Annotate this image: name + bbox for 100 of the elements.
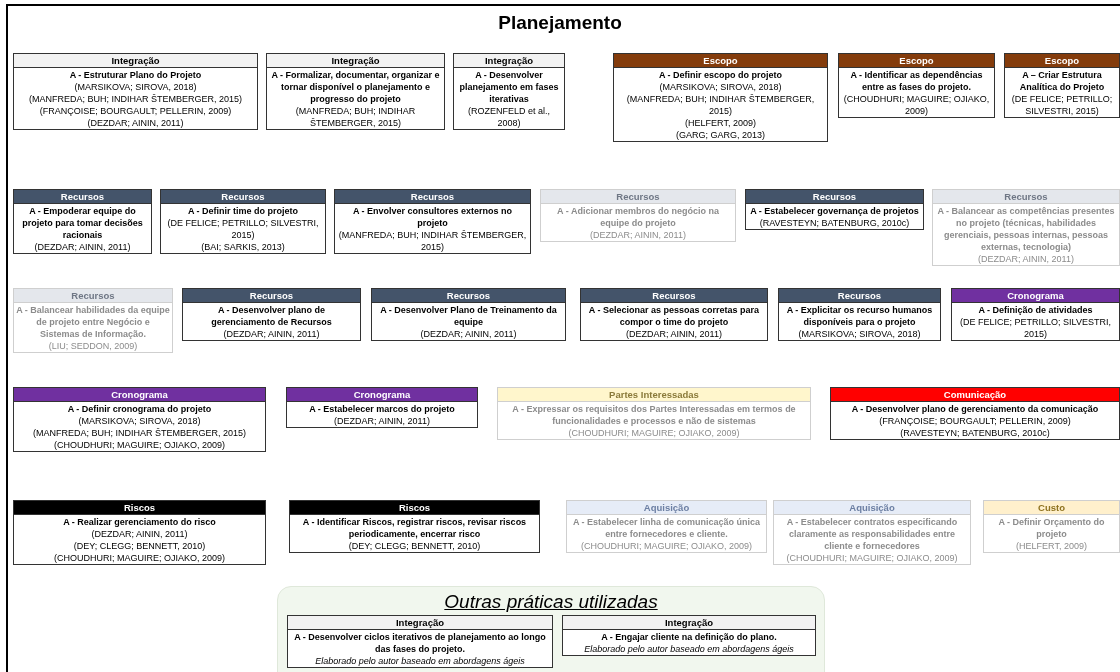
practice-title: A - Estabelecer linha de comunicação única entre fornecedores e cliente. [571, 516, 762, 540]
practice-title: A - Explicitar os recurso humanos disponíveis para o projeto [785, 304, 934, 328]
practice-card [13, 53, 258, 130]
citation-text: (MARSIKOVA; SIROVA, 2018) [73, 81, 198, 93]
citation-text: (HELFERT, 2009) [684, 117, 757, 129]
practice-title: A - Identificar as dependências entre as fases do projeto. [849, 69, 984, 93]
practice-card [286, 387, 478, 428]
citation-text: (LIU; SEDDON, 2009) [47, 340, 139, 352]
practice-title: A - Formalizar, documentar, organizar e tornar disponível o planejamento e progresso do projeto [270, 69, 441, 105]
citation-text: (RAVESTEYN; BATENBURG, 2010c) [758, 217, 911, 229]
category-header: Integração [288, 616, 552, 630]
citation-text: (BAI; SARKIS, 2013) [200, 241, 286, 253]
practice-card [160, 189, 326, 254]
citation-text: (MANFREDA; BUH; INDIHAR ŠTEMBERGER, 2015) [625, 93, 816, 117]
category-header: Recursos [541, 190, 735, 204]
practice-title: A - Desenvolver plano de gerenciamento da comunicação [850, 403, 1100, 415]
citation-text: (MANFREDA; BUH; INDIHAR ŠTEMBERGER, 2015) [337, 229, 528, 253]
page-title: Planejamento [498, 12, 622, 34]
citation-text: (DEZDAR; AININ, 2011) [33, 241, 132, 253]
category-header: Escopo [839, 54, 994, 68]
citation-text: (GARG; GARG, 2013) [675, 129, 766, 141]
citation-text: (DE FELICE; PETRILLO; SILVESTRI, 2015) [166, 217, 320, 241]
citation-text: (MARSIKOVA; SIROVA, 2018) [658, 81, 783, 93]
practice-card [562, 615, 816, 656]
category-header: Cronograma [14, 388, 265, 402]
practice-title: A - Definir cronograma do projeto [66, 403, 213, 415]
practice-card [1004, 53, 1120, 118]
category-header: Recursos [746, 190, 923, 204]
practice-title: A - Estruturar Plano do Projeto [68, 69, 203, 81]
practice-card [613, 53, 828, 142]
practice-title: A - Desenvolver planejamento em fases iterativas [458, 69, 560, 105]
citation-text: (CHOUDHURI; MAGUIRE; OJIAKO, 2009) [53, 552, 226, 564]
practice-title: A - Desenvolver plano de gerenciamento de Recursos [210, 304, 333, 328]
citation-text: (MARSIKOVA; SIROVA, 2018) [77, 415, 202, 427]
practice-title: A - Expressar os requisitos dos Partes Interessadas em termos de funcionalidades e processos e não de sistemas [511, 403, 797, 427]
category-header: Partes Interessadas [498, 388, 810, 402]
citation-text: (DEZDAR; AININ, 2011) [589, 229, 687, 241]
practice-title: A - Balancear habilidades da equipe de projeto entre Negócio e Sistemas de Informação. [15, 304, 171, 340]
citation-text: (CHOUDHURI; MAGUIRE; OJIAKO, 2009) [53, 439, 226, 451]
citation-text: (FRANÇOISE; BOURGAULT; PELLERIN, 2009) [878, 415, 1072, 427]
practice-card [830, 387, 1120, 440]
category-header: Recursos [183, 289, 360, 303]
practice-title: A - Selecionar as pessoas corretas para compor o time do projeto [587, 304, 761, 328]
citation-text: (CHOUDHURI; MAGUIRE; OJIAKO, 2009) [580, 540, 753, 552]
category-header: Cronograma [287, 388, 477, 402]
category-header: Recursos [14, 289, 172, 303]
citation-text: (DEZDAR; AININ, 2011) [222, 328, 321, 340]
practice-title: A - Balancear as competências presentes no projeto (técnicas, habilidades gerenciais, pessoas internas, pessoas externas, tecnologia) [936, 205, 1116, 253]
citation-text: (MANFREDA; BUH; INDIHAR ŠTEMBERGER, 2015) [294, 105, 417, 129]
practice-card [580, 288, 768, 341]
category-header: Comunicação [831, 388, 1119, 402]
practice-card [951, 288, 1120, 341]
category-header: Integração [454, 54, 564, 68]
practice-card [182, 288, 361, 341]
category-header: Recursos [581, 289, 767, 303]
category-header: Aquisição [774, 501, 970, 515]
citation-text: (DEZDAR; AININ, 2011) [977, 253, 1075, 265]
practice-card [13, 288, 173, 353]
citation-text: (DEY; CLEGG; BENNETT, 2010) [72, 540, 207, 552]
section-panel [277, 586, 825, 672]
citation-text: (DEZDAR; AININ, 2011) [86, 117, 185, 129]
practice-card [745, 189, 924, 230]
practice-title: A - Definir escopo do projeto [657, 69, 784, 81]
practice-title: A - Estabelecer contratos especificando claramente as responsabilidades entre cliente e fornecedores [785, 516, 959, 552]
practice-card [540, 189, 736, 242]
citation-text: (HELFERT, 2009) [1015, 540, 1088, 552]
citation-text: (DEZDAR; AININ, 2011) [419, 328, 518, 340]
citation-text: (CHOUDHURI; MAGUIRE; OJIAKO, 2009) [785, 552, 959, 564]
practice-title: A - Desenvolver ciclos iterativos de planejamento ao longo das fases do projeto. [293, 631, 547, 655]
citation-text: (DEZDAR; AININ, 2011) [625, 328, 723, 340]
practice-title: A – Criar Estrutura Analítica do Projeto [1018, 69, 1106, 93]
citation-text: (ROZENFELD et al., 2008) [467, 105, 551, 129]
practice-title: A - Estabelecer governança de projetos [749, 205, 920, 217]
practice-card [453, 53, 565, 130]
practice-card [13, 189, 152, 254]
practice-title: A - Definir Orçamento do projeto [997, 516, 1106, 540]
practice-title: A - Estabelecer marcos do projeto [308, 403, 456, 415]
citation-text: (MANFREDA; BUH; INDIHAR ŠTEMBERGER, 2015) [31, 427, 247, 439]
category-header: Recursos [14, 190, 151, 204]
practice-card [778, 288, 941, 341]
source-note: Elaborado pelo autor baseado em abordagens ágeis [583, 643, 795, 655]
section-heading: Outras práticas utilizadas [444, 591, 658, 612]
category-header: Riscos [14, 501, 265, 515]
category-header: Recursos [372, 289, 565, 303]
practice-title: A - Empoderar equipe do projeto para tomar decisões racionais [21, 205, 144, 241]
practice-card [497, 387, 811, 440]
citation-text: (CHOUDHURI; MAGUIRE; OJIAKO, 2009) [842, 93, 991, 117]
source-note: Elaborado pelo autor baseado em abordagens ágeis [314, 655, 526, 667]
practice-title: A - Envolver consultores externos no projeto [351, 205, 514, 229]
practice-card [371, 288, 566, 341]
category-header: Recursos [779, 289, 940, 303]
practice-title: A - Desenvolver Plano de Treinamento da equipe [379, 304, 558, 328]
category-header: Recursos [933, 190, 1119, 204]
practice-card [287, 615, 553, 668]
citation-text: (DEZDAR; AININ, 2011) [90, 528, 189, 540]
practice-card [13, 500, 266, 565]
category-header: Custo [984, 501, 1119, 515]
practice-title: A - Identificar Riscos, registrar riscos, revisar riscos periodicamente, encerrar risco [301, 516, 528, 540]
citation-text: (RAVESTEYN; BATENBURG, 2010c) [899, 427, 1051, 439]
practice-title: A - Definir time do projeto [186, 205, 300, 217]
